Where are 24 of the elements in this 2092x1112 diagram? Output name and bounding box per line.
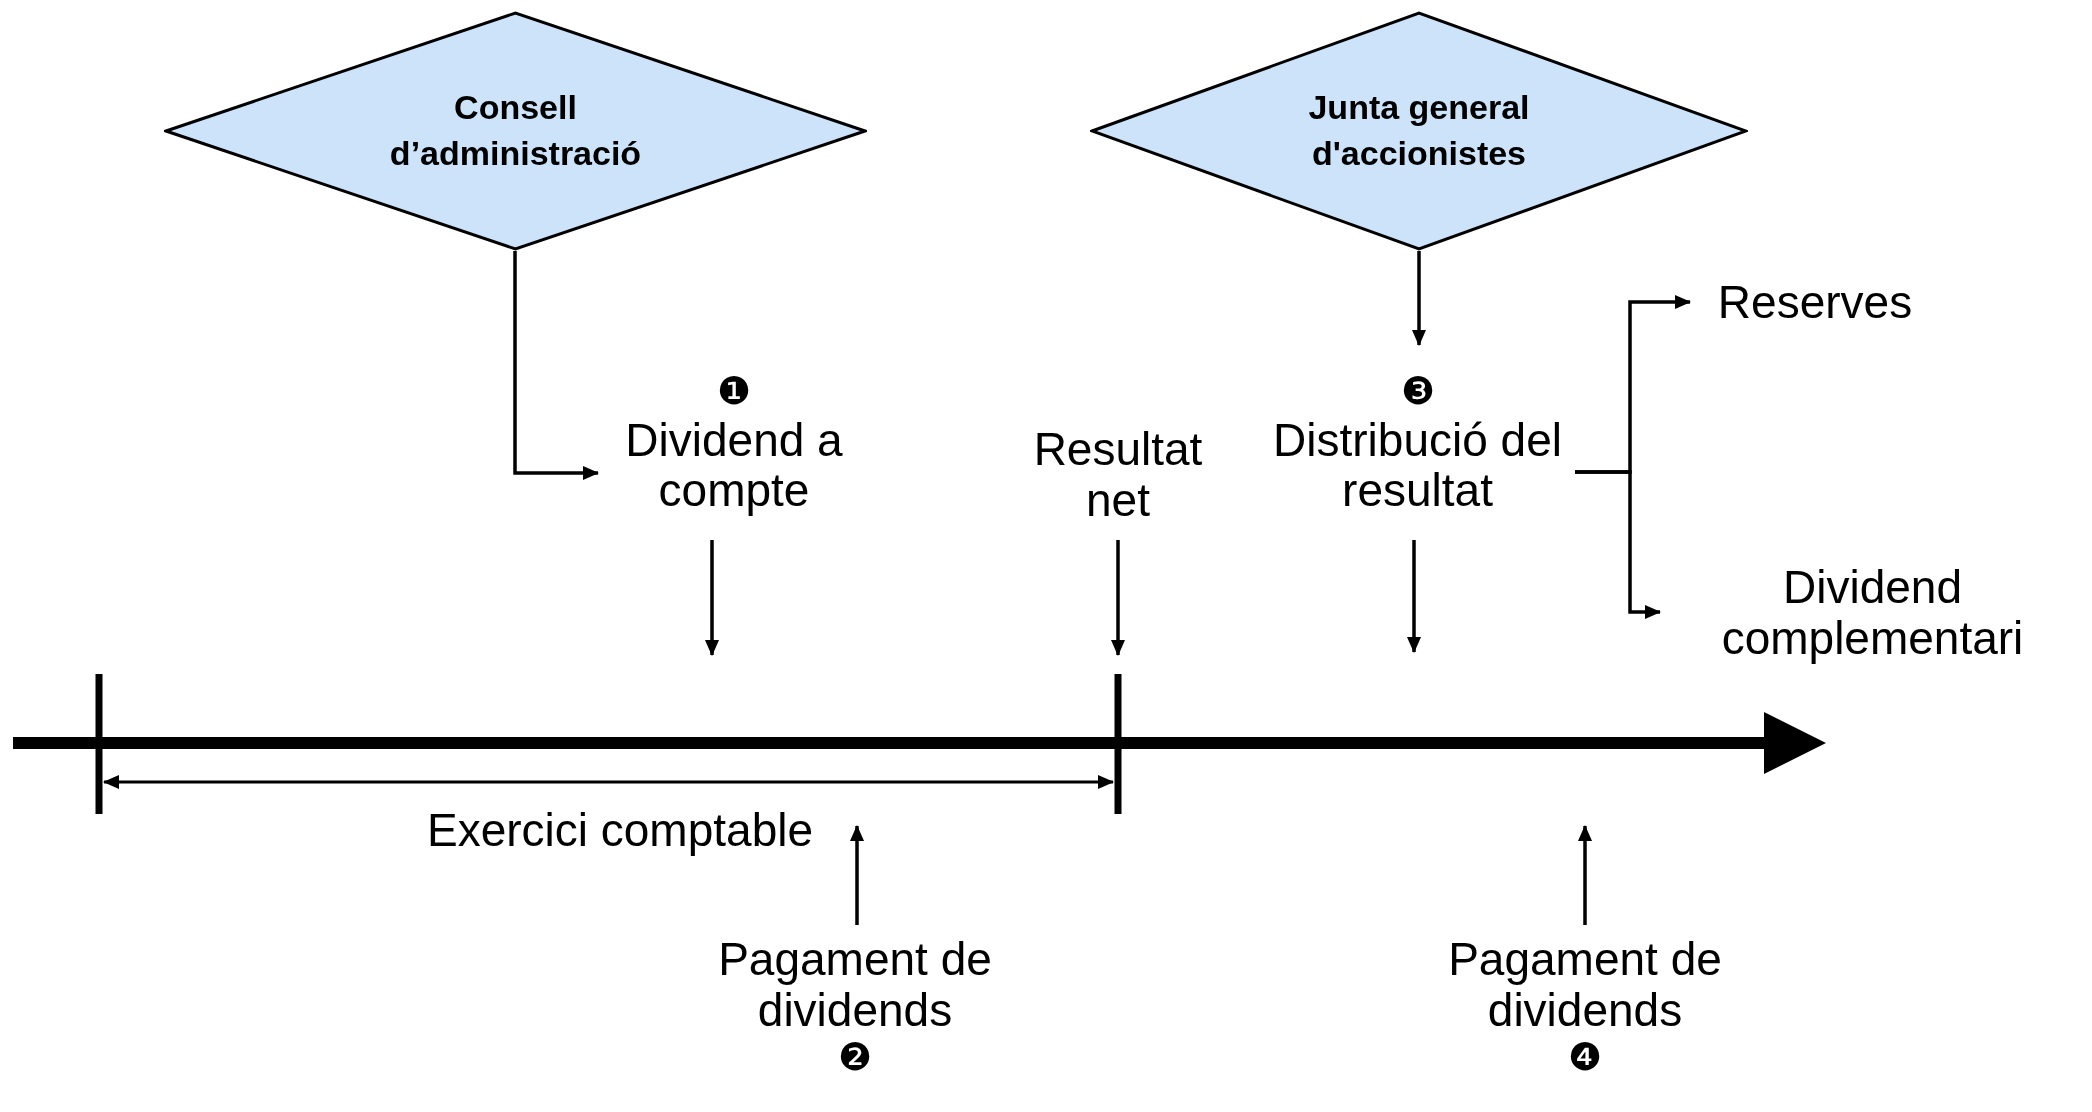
decision-diamond	[164, 11, 867, 251]
step-label: Pagament de dividends	[1447, 934, 1723, 1036]
step-label: Dividend complementari	[1720, 562, 2025, 664]
step-label: Junta general d'accionistes	[1307, 87, 1531, 174]
step-number: ❷	[838, 1035, 872, 1081]
arrow	[1407, 540, 1421, 653]
period-label: Exercici comptable	[427, 805, 813, 856]
step-number: ❹	[1568, 1035, 1602, 1081]
step-label: Distribució del resultat	[1272, 414, 1563, 516]
step-label: Reserves	[1717, 276, 1913, 328]
arrow	[1578, 825, 1592, 925]
step-number: ❸	[1400, 369, 1435, 415]
arrow	[1412, 251, 1426, 346]
arrow	[705, 540, 719, 656]
arrow	[513, 251, 599, 480]
step-label: Resultat net	[1032, 424, 1204, 526]
step-label: Consell d’administració	[388, 87, 643, 174]
arrow	[850, 825, 864, 925]
step-number: ❶	[717, 369, 751, 415]
arrow	[1575, 470, 1661, 619]
decision-diamond	[1090, 11, 1748, 251]
step-label: Pagament de dividends	[717, 934, 993, 1036]
step-label: Dividend a compte	[624, 414, 844, 516]
arrow	[1111, 540, 1125, 656]
